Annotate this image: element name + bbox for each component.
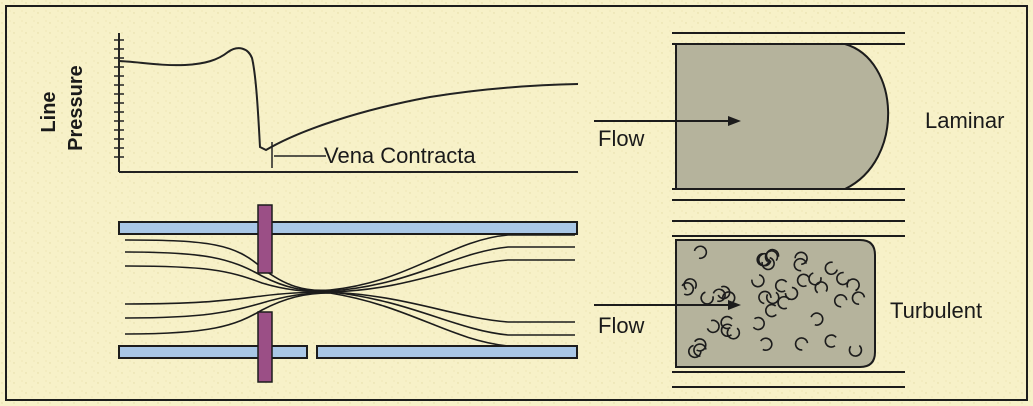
eddy-icon [717, 285, 731, 300]
turbulent-eddies [681, 245, 866, 359]
turbulent-profile: Flow Turbulent [594, 220, 982, 388]
eddy-icon [683, 278, 697, 291]
laminar-profile: Flow Laminar [594, 32, 1004, 201]
eddy-icon [758, 252, 772, 267]
eddy-icon [775, 278, 788, 293]
turbulent-flow-arrowhead [728, 300, 741, 310]
streamlines [124, 234, 575, 347]
eddy-icon [688, 344, 702, 359]
orifice-plate-top [257, 204, 273, 274]
eddy-icon [720, 315, 733, 330]
eddy-icon [793, 257, 807, 272]
eddy-icon [810, 312, 824, 326]
eddy-icon [794, 251, 808, 266]
eddy-icon [758, 290, 772, 305]
pressure-plot: Vena Contracta Line Pressure [38, 33, 579, 173]
eddy-icon [765, 291, 780, 305]
turbulent-flow-label: Flow [598, 313, 645, 338]
eddy-icon [808, 272, 822, 286]
orifice-plate-bottom [257, 311, 273, 383]
eddy-icon [694, 338, 707, 352]
eddy-icon [760, 337, 773, 351]
eddy-icon [752, 316, 765, 331]
eddy-icon [784, 286, 799, 301]
pipe-bottom-wall-left [118, 345, 308, 359]
eddy-icon [764, 250, 779, 263]
eddy-icon [681, 282, 695, 296]
eddy-icon [824, 334, 837, 348]
eddy-icon [796, 273, 810, 288]
eddy-icon [761, 256, 775, 271]
eddy-icon [848, 344, 863, 357]
eddy-icon [700, 291, 714, 305]
pressure-curve [118, 47, 579, 152]
laminar-flow-label: Flow [598, 126, 645, 151]
orifice-pipe [118, 204, 578, 383]
pipe-bottom-wall-right [316, 345, 578, 359]
vena-contracta-label: Vena Contracta [324, 143, 476, 168]
eddy-icon [693, 343, 707, 357]
y-axis-label-line: Line [38, 91, 60, 132]
eddy-icon [756, 252, 771, 267]
pipe-top-wall [118, 221, 578, 235]
laminar-flow-arrowhead [728, 116, 741, 126]
pressure-y-ticks [114, 39, 124, 158]
turbulent-label: Turbulent [890, 298, 982, 323]
eddy-icon [833, 294, 848, 308]
laminar-velocity-profile [675, 43, 890, 190]
eddy-icon [824, 261, 838, 276]
frame [5, 5, 1028, 401]
eddy-icon [751, 274, 765, 288]
eddy-icon [765, 303, 777, 318]
eddy-icon [846, 278, 860, 292]
eddy-icon [794, 337, 809, 351]
eddy-icon [851, 291, 866, 305]
eddy-icon [836, 271, 850, 286]
eddy-icon [693, 245, 708, 260]
eddy-icon [726, 327, 741, 340]
eddy-icon [706, 319, 720, 334]
eddy-icon [712, 288, 726, 303]
y-axis-label-pressure: Pressure [65, 65, 87, 151]
laminar-label: Laminar [925, 108, 1004, 133]
